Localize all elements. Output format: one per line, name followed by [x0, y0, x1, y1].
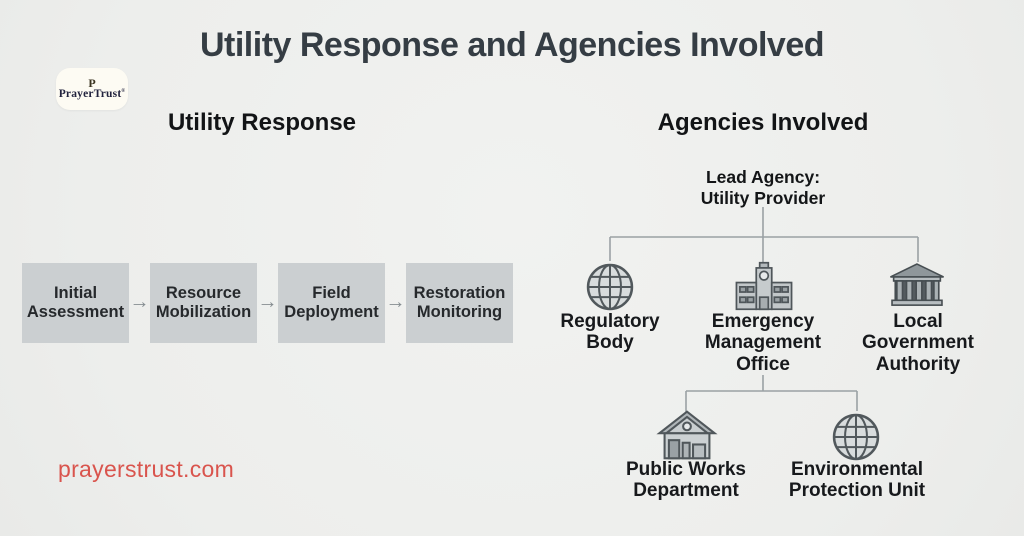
section-heading-agencies-involved: Agencies Involved [657, 109, 869, 136]
government-columns-icon [888, 262, 946, 313]
agency-label-regulatory-body: Regulatory Body [560, 311, 660, 354]
logo-monogram-icon: P [88, 76, 96, 90]
flow-step-restoration-monitoring: Restoration Monitoring [406, 263, 513, 343]
registered-mark: ® [121, 89, 126, 95]
arrow-right-icon: → [129, 291, 150, 313]
section-heading-utility-response: Utility Response [167, 109, 357, 136]
lead-agency-line1: Lead Agency: [705, 167, 821, 187]
prayertrust-logo: P PrayerTrust® [56, 68, 128, 110]
flow-step-initial-assessment: Initial Assessment [22, 263, 129, 343]
flow-step-resource-mobilization: Resource Mobilization [150, 263, 257, 343]
agency-label-environmental-protection-unit: Environmental Protection Unit [788, 459, 926, 502]
agency-label-public-works-department: Public Works Department [625, 459, 746, 502]
civic-building-icon [733, 261, 795, 316]
flow-step-field-deployment: Field Deployment [278, 263, 385, 343]
lead-agency-label: Lead Agency: Utility Provider [663, 167, 863, 208]
arrow-right-icon: → [385, 291, 406, 313]
arrow-right-icon: → [257, 291, 278, 313]
agency-label-emergency-management-office: Emergency Management Office [704, 311, 822, 375]
utility-response-flow: Initial Assessment → Resource Mobilizati… [22, 263, 513, 343]
logo-name: PrayerTrust® [58, 88, 126, 100]
page-title: Utility Response and Agencies Involved [199, 26, 825, 64]
globe-icon [583, 260, 637, 319]
agency-label-local-government-authority: Local Government Authority [862, 311, 974, 375]
globe-icon [829, 410, 883, 469]
workshop-building-icon [655, 410, 719, 465]
website-watermark: prayerstrust.com [58, 456, 235, 482]
lead-agency-line2: Utility Provider [700, 187, 826, 208]
